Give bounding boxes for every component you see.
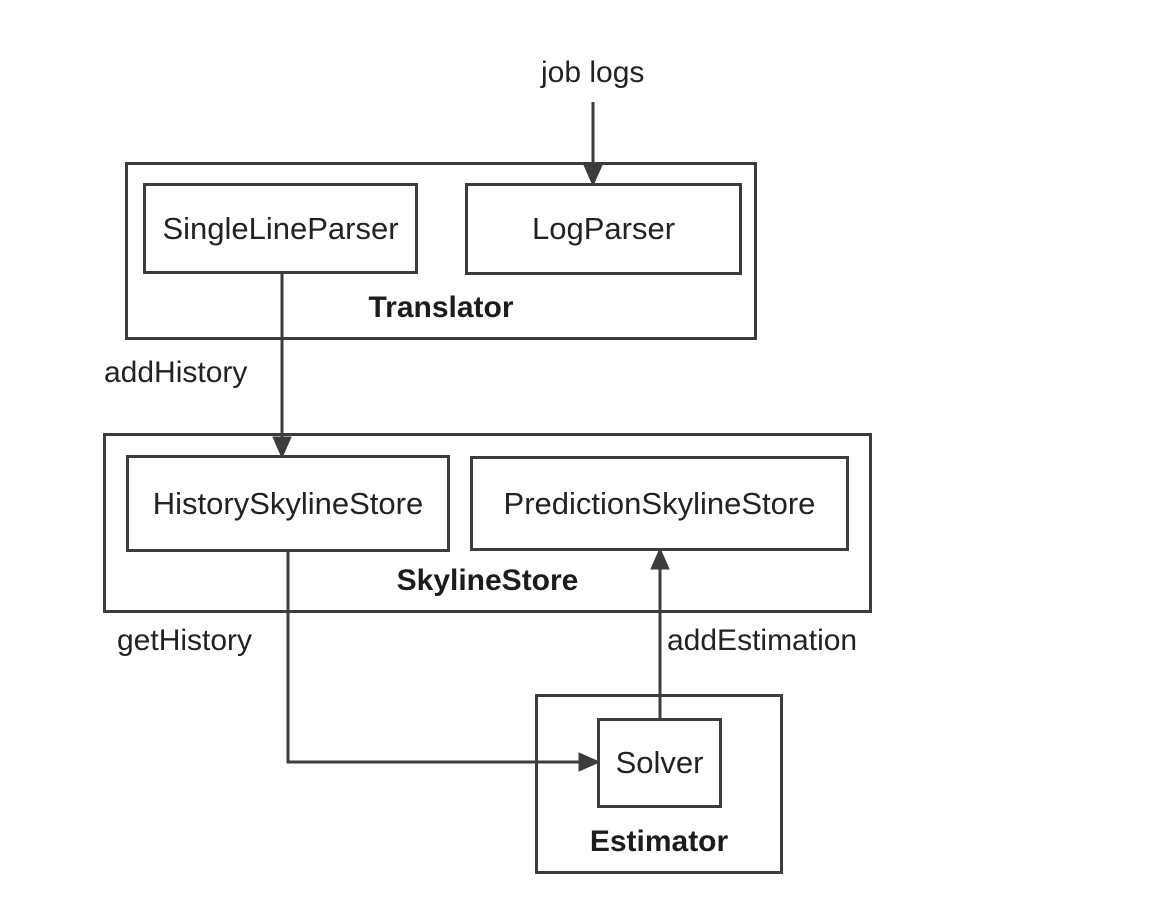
edge-label-gethistory: getHistory [117, 624, 253, 657]
container-skyline-store-label: SkylineStore [396, 564, 579, 597]
edge-label-addhistory: addHistory [104, 356, 248, 389]
node-prediction-skyline-store-label: PredictionSkylineStore [503, 485, 816, 521]
job-logs-label: job logs [541, 56, 645, 89]
container-translator: SingleLineParser LogParser Translator [125, 162, 757, 340]
node-solver-label: Solver [615, 745, 704, 780]
node-history-skyline-store: HistorySkylineStore [126, 455, 450, 552]
node-single-line-parser: SingleLineParser [143, 183, 418, 274]
container-skyline-store: HistorySkylineStore PredictionSkylineSto… [103, 433, 872, 613]
node-single-line-parser-label: SingleLineParser [162, 210, 399, 246]
node-log-parser: LogParser [465, 183, 742, 275]
node-log-parser-label: LogParser [531, 211, 676, 246]
edge-label-addestimation: addEstimation [667, 624, 858, 657]
node-solver: Solver [597, 718, 722, 808]
container-translator-label: Translator [368, 291, 514, 324]
container-estimator-label: Estimator [589, 825, 729, 858]
node-prediction-skyline-store: PredictionSkylineStore [470, 456, 849, 551]
container-estimator: Solver Estimator [535, 694, 783, 874]
node-history-skyline-store-label: HistorySkylineStore [152, 485, 424, 521]
